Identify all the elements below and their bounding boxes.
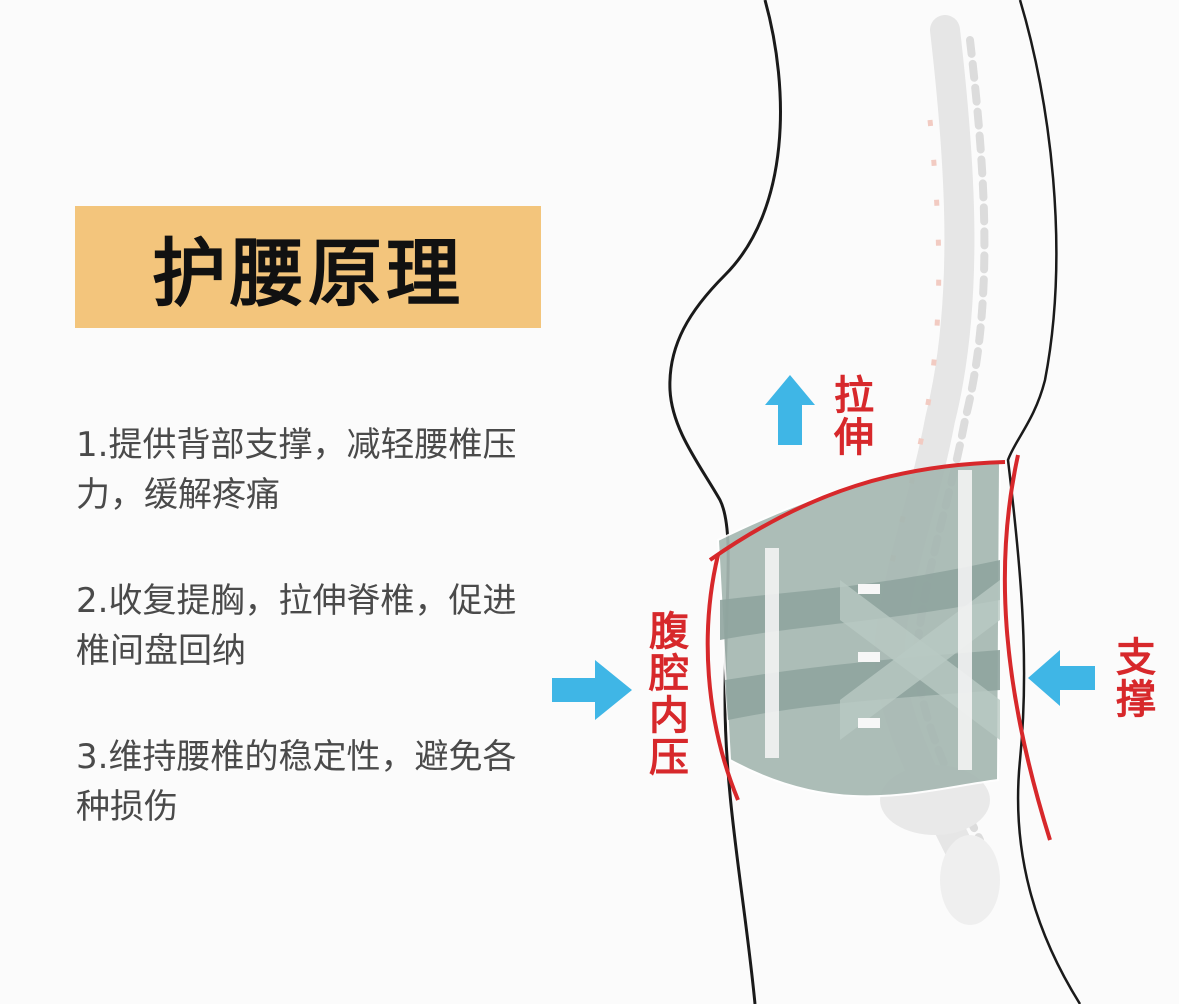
arrow-right-icon	[552, 660, 632, 720]
principle-item-1: 1.提供背部支撑，减轻腰椎压力，缓解疼痛	[76, 425, 517, 515]
stretch-curve	[708, 460, 1006, 562]
waist-belt-illustration	[716, 460, 1002, 798]
body-outline-front	[668, 0, 782, 1004]
principle-list: 1.提供背部支撑，减轻腰椎压力，缓解疼痛 2.收复提胸，拉伸脊椎，促进椎间盘回纳…	[76, 420, 546, 832]
arrow-left-icon	[1028, 650, 1095, 706]
page-title: 护腰原理	[152, 230, 464, 317]
principle-item-3: 3.维持腰椎的稳定性，避免各种损伤	[76, 737, 517, 827]
front-pressure-curve	[705, 554, 740, 801]
back-support-curve	[1002, 454, 1052, 841]
abdominal-pressure-label: 腹腔内压	[642, 610, 688, 778]
support-label: 支撑	[1109, 636, 1155, 720]
title-banner: 护腰原理	[75, 206, 541, 328]
waist-support-illustration: 拉伸 腹腔内压 支撑	[540, 0, 1179, 1004]
body-outline-back	[1006, 0, 1082, 1004]
arrow-up-icon	[765, 375, 815, 445]
principle-item-2: 2.收复提胸，拉伸脊椎，促进椎间盘回纳	[76, 581, 517, 671]
body-diagram	[552, 0, 1095, 1004]
stretch-label: 拉伸	[827, 374, 873, 458]
